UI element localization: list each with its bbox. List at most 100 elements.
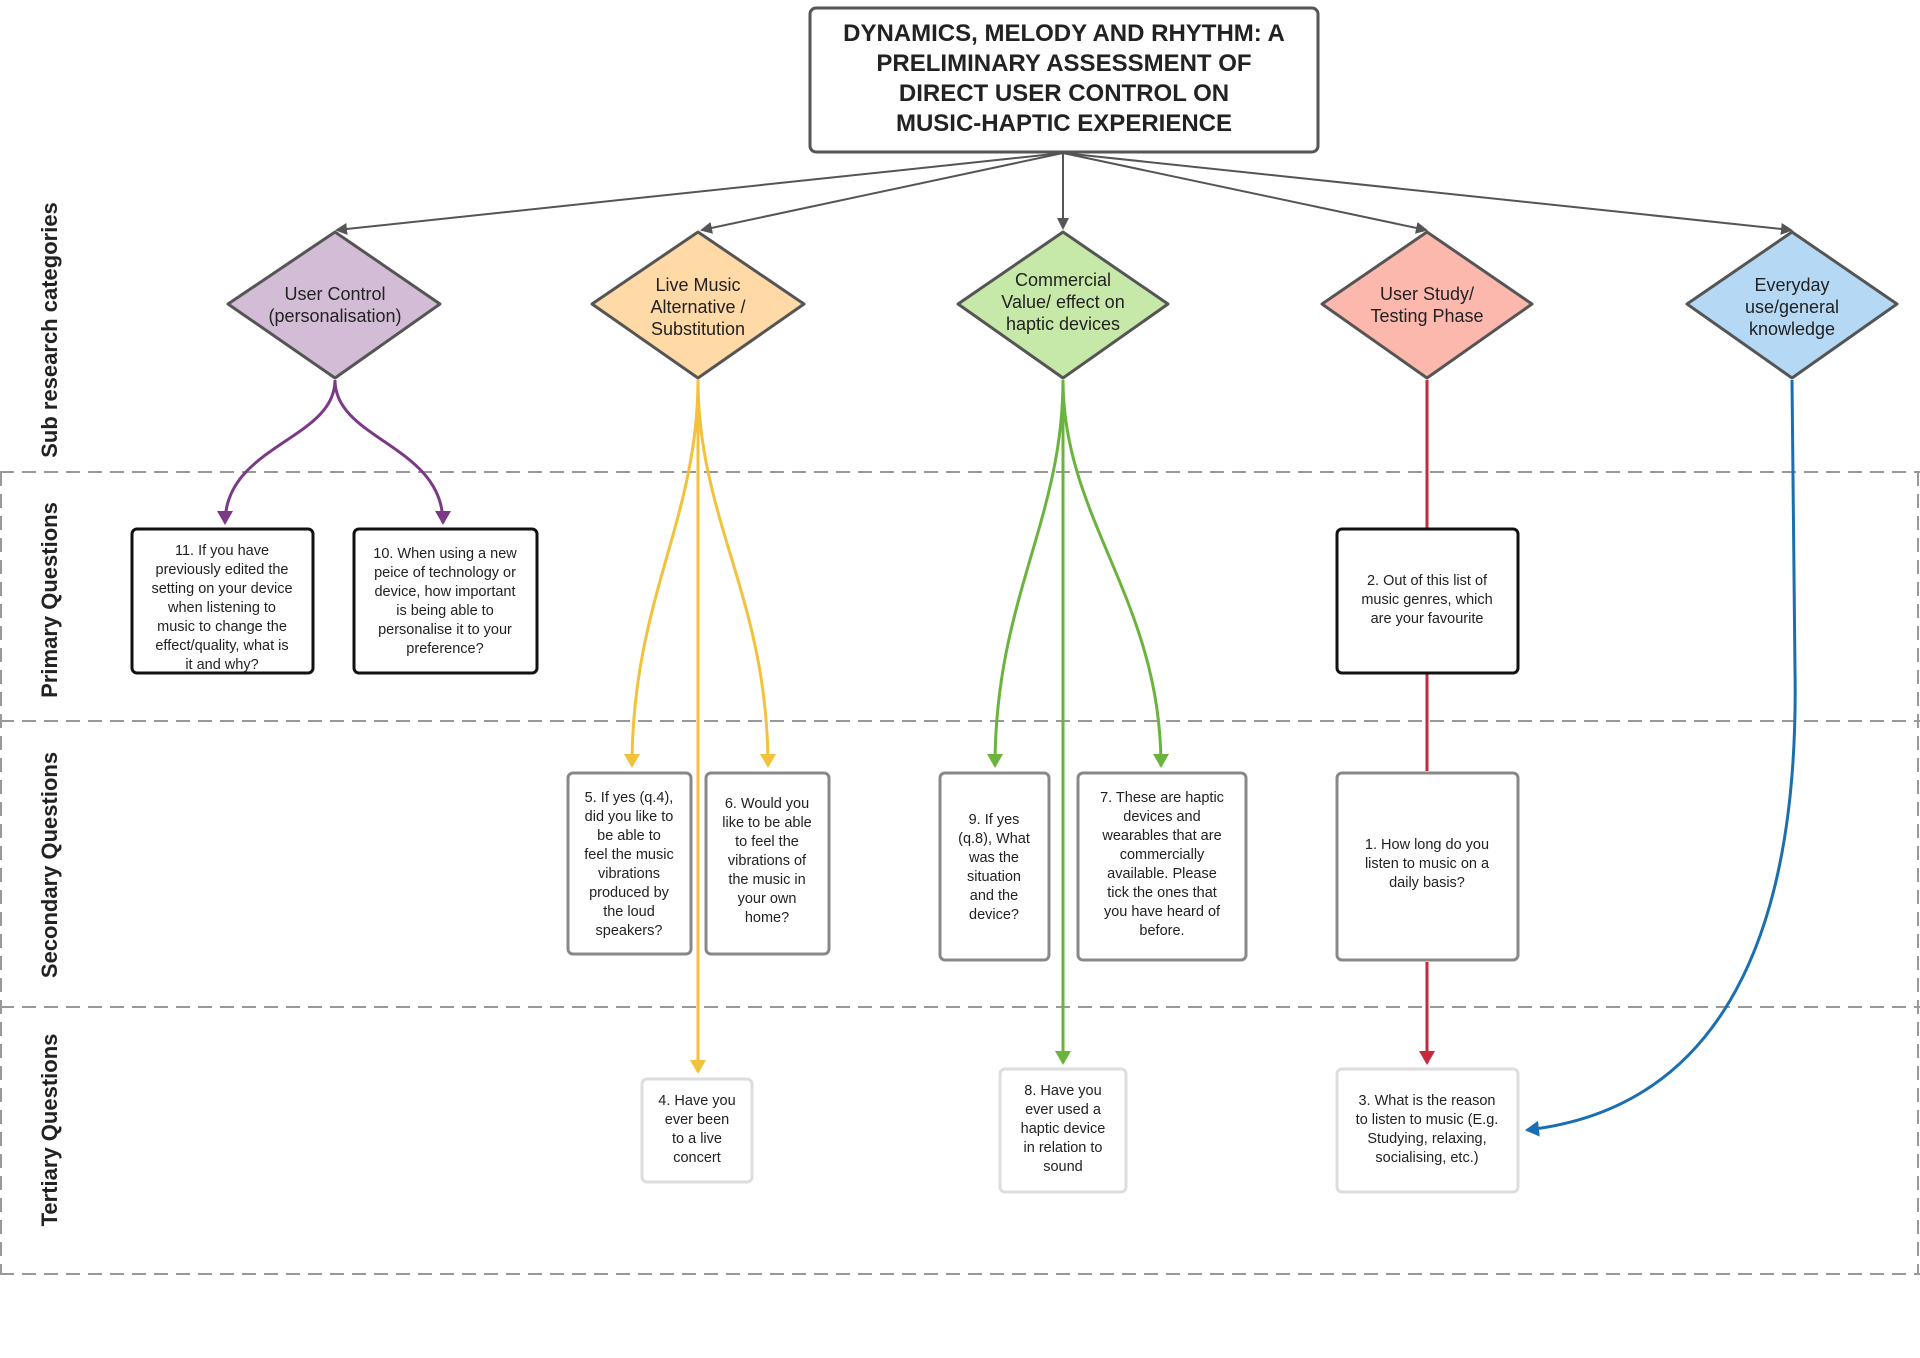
q2-line-3: are your favourite [1371,611,1484,627]
blue-connectors [1525,379,1797,1137]
q10-line-2: peice of technology or [374,565,516,581]
connector-live-music-to-q5 [624,379,700,768]
q5-line-8: speakers? [596,923,663,939]
q5-line-4: feel the music [584,847,673,863]
arrow-title-to-live-music [700,152,1064,234]
q9-line-6: device? [969,907,1019,923]
q6-line-4: vibrations of [728,853,807,869]
title-line-2: PRELIMINARY ASSESSMENT OF [876,50,1251,77]
connector-user-control-to-q11 [217,379,337,525]
connector-commercial-to-q7 [1061,379,1169,768]
q7-line-5: available. Please [1107,866,1217,882]
q5-line-2: did you like to [585,809,674,825]
q7-line-1: 7. These are haptic [1100,790,1224,806]
title-box: DYNAMICS, MELODY AND RHYTHM: A PRELIMINA… [808,6,1320,154]
q3-line-3: Studying, relaxing, [1367,1131,1486,1147]
category-commercial-line-3: haptic devices [1006,314,1120,334]
q1-line-2: listen to music on a [1365,856,1490,872]
category-live-music-line-3: Substitution [651,319,745,339]
connector-everyday-to-q3 [1525,379,1797,1137]
q6-line-7: home? [745,910,789,926]
diamond-user-control [226,230,442,380]
question-box-q2: 2. Out of this list of music genres, whi… [1335,527,1520,675]
row-label-sub-research: Sub research categories [37,202,62,458]
q5-line-5: vibrations [598,866,660,882]
yellow-connectors [624,379,776,1074]
question-box-q11: 11. If you have previously edited the se… [130,527,315,675]
category-live-music: Live Music Alternative / Substitution [590,230,806,380]
diamond-live-music [590,230,806,380]
q1-line-3: daily basis? [1389,875,1465,891]
title-connectors [335,152,1793,235]
q2-line-1: 2. Out of this list of [1367,573,1488,589]
category-everyday-line-3: knowledge [1749,319,1835,339]
q9-line-4: situation [967,869,1021,885]
q7-line-4: commercially [1120,847,1205,863]
arrow-title-to-everyday [1062,152,1793,235]
q10-line-1: 10. When using a new [373,546,517,562]
category-user-control: User Control (personalisation) [226,230,442,380]
category-user-control-line-1: User Control [284,284,385,304]
q4-line-4: concert [673,1150,721,1166]
q6-line-5: the music in [728,872,805,888]
question-box-q6: 6. Would you like to be able to feel the… [704,771,831,956]
q3-line-4: socialising, etc.) [1375,1150,1478,1166]
swimlanes [0,471,1920,1275]
q6-line-3: to feel the [735,834,799,850]
category-commercial-line-1: Commercial [1015,270,1111,290]
q11-line-5: music to change the [157,619,287,635]
q3-line-1: 3. What is the reason [1358,1093,1495,1109]
title-line-4: MUSIC-HAPTIC EXPERIENCE [896,110,1232,137]
arrow-title-to-user-study [1062,152,1428,234]
category-commercial: Commercial Value/ effect on haptic devic… [956,230,1170,380]
q8-line-4: in relation to [1024,1140,1103,1156]
green-connectors [987,379,1169,1065]
q5-line-6: produced by [589,885,670,901]
q4-line-1: 4. Have you [658,1093,735,1109]
category-user-study-line-2: Testing Phase [1370,306,1483,326]
row-label-secondary: Secondary Questions [37,752,62,978]
question-box-q4: 4. Have you ever been to a live concert [640,1077,754,1184]
q7-line-7: you have heard of [1104,904,1221,920]
row-label-tertiary: Tertiary Questions [37,1034,62,1227]
row-label-primary: Primary Questions [37,502,62,698]
q5-line-7: the loud [603,904,655,920]
question-box-q3: 3. What is the reason to listen to music… [1335,1067,1520,1194]
category-live-music-line-1: Live Music [655,275,740,295]
category-user-study-line-1: User Study/ [1380,284,1474,304]
q10-line-4: is being able to [396,603,494,619]
diamond-user-study [1320,230,1534,380]
q11-line-6: effect/quality, what is [155,638,288,654]
q2-line-2: music genres, which [1361,592,1492,608]
category-everyday-line-2: use/general [1745,297,1839,317]
title-line-3: DIRECT USER CONTROL ON [899,80,1229,107]
connector-user-control-to-q10 [333,379,451,525]
q3-line-2: to listen to music (E.g. [1356,1112,1499,1128]
question-box-q8: 8. Have you ever used a haptic device in… [998,1067,1128,1194]
connector-live-music-to-q6 [696,379,776,768]
title-line-1: DYNAMICS, MELODY AND RHYTHM: A [843,20,1285,47]
q9-line-1: 9. If yes [969,812,1020,828]
question-box-q1: 1. How long do you listen to music on a … [1335,771,1520,962]
q4-line-3: to a live [672,1131,722,1147]
q8-line-5: sound [1043,1159,1083,1175]
q10-line-3: device, how important [374,584,515,600]
diamond-commercial [956,230,1170,380]
q7-line-3: wearables that are [1101,828,1221,844]
q11-line-1: 11. If you have [175,543,269,559]
q10-line-5: personalise it to your [378,622,512,638]
q7-line-2: devices and [1123,809,1200,825]
question-box-q5: 5. If yes (q.4), did you like to be able… [566,771,693,956]
q6-line-2: like to be able [722,815,811,831]
q8-line-2: ever used a [1025,1102,1102,1118]
category-user-control-line-2: (personalisation) [268,306,401,326]
diamond-everyday [1685,230,1899,380]
q5-line-3: be able to [597,828,661,844]
category-everyday: Everyday use/general knowledge [1685,230,1899,380]
q5-line-1: 5. If yes (q.4), [585,790,674,806]
q11-line-7: it and why? [185,657,258,673]
q9-line-3: was the [968,850,1019,866]
q8-line-1: 8. Have you [1024,1083,1101,1099]
category-live-music-line-2: Alternative / [650,297,745,317]
